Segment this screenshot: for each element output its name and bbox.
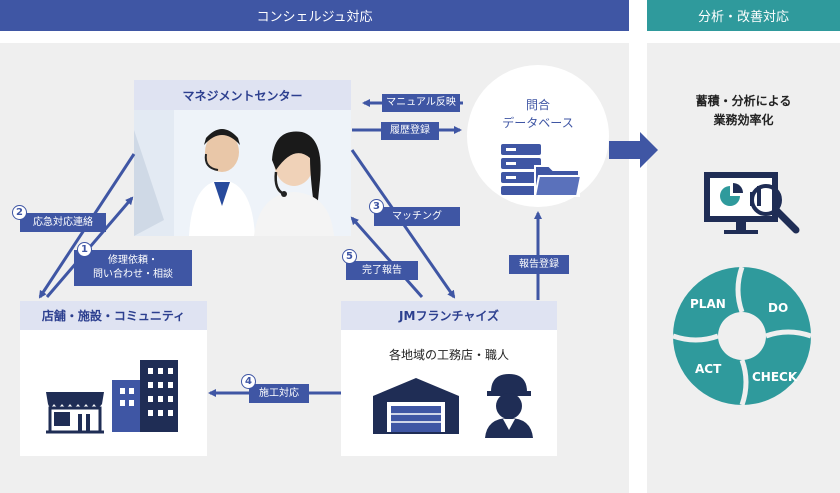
step-1-label: 1	[81, 244, 88, 255]
concierge-header: コンシェルジュ対応	[0, 0, 629, 31]
cycle-do: DO	[768, 301, 789, 315]
analysis-description: 蓄積・分析による 業務効率化	[647, 92, 840, 130]
step-4-badge: 4	[241, 374, 256, 389]
cycle-plan: PLAN	[690, 297, 726, 311]
tag-construction-label: 施工対応	[259, 387, 299, 399]
tag-done: 完了報告	[346, 261, 418, 280]
step-5-badge: 5	[342, 249, 357, 264]
factory-icon	[373, 378, 459, 434]
franchise-title: JMフランチャイズ	[341, 301, 557, 330]
step-2-label: 2	[16, 207, 23, 218]
tag-matching: マッチング	[374, 207, 460, 226]
management-center: マネジメントセンター	[134, 80, 351, 236]
step-1-badge: 1	[77, 242, 92, 257]
management-center-label: マネジメントセンター	[182, 88, 303, 103]
tag-history-label: 履歴登録	[390, 125, 430, 136]
tag-report: 報告登録	[509, 255, 569, 274]
shop-icon	[46, 392, 104, 434]
tag-emergency: 応急対応連絡	[20, 213, 106, 232]
arrow-to-analysis	[609, 132, 658, 168]
step-2-badge: 2	[12, 205, 27, 220]
database-title: 問合 データベース	[467, 96, 609, 132]
concierge-header-label: コンシェルジュ対応	[256, 10, 373, 25]
monitor-chart-icon	[704, 172, 800, 234]
tag-manual: マニュアル反映	[382, 94, 460, 112]
building-icon	[112, 360, 178, 432]
franchise-subtitle: 各地域の工務店・職人	[388, 348, 509, 362]
arrow-done	[350, 216, 424, 298]
step-5-label: 5	[346, 251, 353, 262]
database-title-line2: データベース	[502, 116, 574, 130]
tag-done-label: 完了報告	[362, 264, 402, 276]
tag-repair: 修理依頼・ 問い合わせ・相談	[74, 250, 192, 286]
franchise-label: JMフランチャイズ	[399, 309, 499, 323]
tag-emergency-label: 応急対応連絡	[33, 216, 93, 228]
headset-operators-image	[134, 110, 351, 236]
tag-repair-line2: 問い合わせ・相談	[93, 269, 173, 280]
tag-history: 履歴登録	[381, 122, 439, 140]
step-3-label: 3	[373, 201, 380, 212]
tag-construction: 施工対応	[249, 384, 309, 403]
step-3-badge: 3	[369, 199, 384, 214]
analysis-line2: 業務効率化	[713, 113, 774, 127]
stores-label: 店舗・施設・コミュニティ	[41, 309, 186, 323]
tag-repair-line1: 修理依頼・	[108, 255, 158, 266]
pdca-cycle	[672, 266, 812, 406]
analysis-header-label: 分析・改善対応	[697, 10, 789, 25]
management-center-title: マネジメントセンター	[134, 80, 351, 110]
step-4-label: 4	[245, 376, 252, 387]
database-title-line1: 問合	[525, 98, 550, 112]
cycle-act: ACT	[695, 362, 722, 376]
analysis-header: 分析・改善対応	[647, 0, 840, 31]
tag-matching-label: マッチング	[392, 210, 442, 222]
cycle-check: CHECK	[752, 370, 798, 384]
tag-report-label: 報告登録	[519, 258, 559, 270]
database-server-icon	[501, 144, 541, 195]
folder-icon	[533, 165, 583, 197]
stores-title: 店舗・施設・コミュニティ	[20, 301, 207, 330]
worker-icon	[485, 374, 533, 438]
tag-manual-label: マニュアル反映	[386, 97, 456, 108]
analysis-line1: 蓄積・分析による	[695, 94, 792, 108]
